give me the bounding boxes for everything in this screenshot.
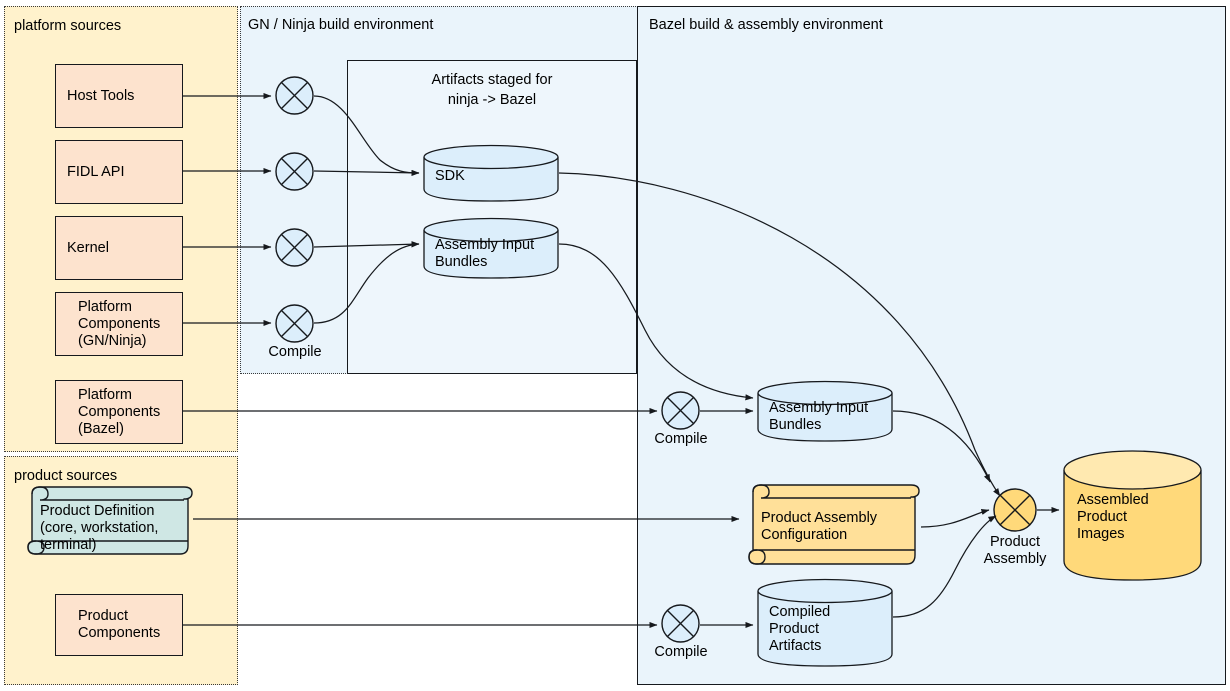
artifact-product-assembly-configuration[interactable]: Product Assembly Configuration xyxy=(743,482,921,568)
region-staged-artifacts-label-line1: Artifacts staged for xyxy=(431,72,553,88)
compile-circle-icon xyxy=(661,604,700,643)
artifact-assembly-input-bundles-bazel[interactable]: Assembly Input Bundles xyxy=(757,380,893,442)
node-product-definition-line2: (core, workstation, xyxy=(40,520,159,536)
artifact-compiled-product-artifacts[interactable]: Compiled Product Artifacts xyxy=(757,578,893,667)
node-fidl-api-label: FIDL API xyxy=(67,163,125,180)
node-kernel[interactable]: Kernel xyxy=(55,216,183,280)
artifact-compiled-product-artifacts-line3: Artifacts xyxy=(769,638,822,654)
region-bazel-environment xyxy=(637,6,1226,685)
node-product-components-line2: Components xyxy=(78,625,161,641)
region-product-sources-label: product sources xyxy=(14,468,118,484)
operator-compile-product-components-label: Compile xyxy=(654,644,708,660)
operator-compile-host-tools[interactable] xyxy=(275,76,314,115)
node-product-components[interactable]: Product Components xyxy=(55,594,183,656)
operator-compile-kernel[interactable] xyxy=(275,228,314,267)
operator-compile-fidl-api[interactable] xyxy=(275,152,314,191)
node-platform-components-bazel-line1: Platform xyxy=(78,386,132,403)
artifact-sdk[interactable]: SDK xyxy=(423,144,559,202)
artifact-product-assembly-configuration-line1: Product Assembly xyxy=(761,510,878,526)
artifact-assembly-input-bundles-bazel-line2: Bundles xyxy=(769,417,822,433)
region-gn-ninja-label: GN / Ninja build environment xyxy=(248,17,434,33)
artifact-assembled-product-images[interactable]: Assembled Product Images xyxy=(1063,449,1202,582)
artifact-assembly-input-bundles-ninja-line1: Assembly Input xyxy=(435,237,535,253)
artifact-assembly-input-bundles-ninja[interactable]: Assembly Input Bundles xyxy=(423,217,559,279)
node-product-definition[interactable]: Product Definition (core, workstation, t… xyxy=(22,484,194,558)
compile-circle-icon xyxy=(275,304,314,343)
region-bazel-label: Bazel build & assembly environment xyxy=(649,17,883,33)
assembly-circle-icon xyxy=(993,488,1037,532)
compile-circle-icon xyxy=(275,76,314,115)
operator-product-assembly-label-line1: Product xyxy=(990,534,1040,550)
artifact-sdk-label: SDK xyxy=(435,168,465,184)
node-host-tools-label: Host Tools xyxy=(67,87,135,104)
node-platform-components-bazel[interactable]: Platform Components (Bazel) xyxy=(55,380,183,444)
node-product-definition-line1: Product Definition xyxy=(40,503,155,519)
artifact-assembled-product-images-line1: Assembled xyxy=(1077,492,1149,508)
node-fidl-api[interactable]: FIDL API xyxy=(55,140,183,204)
artifact-compiled-product-artifacts-line2: Product xyxy=(769,621,819,637)
operator-product-assembly[interactable] xyxy=(993,488,1037,532)
cylinder-shape-icon xyxy=(423,144,559,202)
operator-compile-platform-components-label: Compile xyxy=(268,344,322,360)
operator-compile-platform-components-bazel-label: Compile xyxy=(654,431,708,447)
node-platform-components-gn-ninja-line3: (GN/Ninja) xyxy=(78,332,147,349)
operator-product-assembly-label-line2: Assembly xyxy=(983,551,1047,567)
operator-compile-product-components[interactable] xyxy=(661,604,700,643)
artifact-compiled-product-artifacts-line1: Compiled xyxy=(769,604,831,620)
node-platform-components-gn-ninja[interactable]: Platform Components (GN/Ninja) xyxy=(55,292,183,356)
node-product-components-line1: Product xyxy=(78,608,128,624)
artifact-assembled-product-images-line3: Images xyxy=(1077,526,1125,542)
operator-compile-platform-components[interactable] xyxy=(275,304,314,343)
node-kernel-label: Kernel xyxy=(67,239,109,256)
region-staged-artifacts-label-line2: ninja -> Bazel xyxy=(447,92,537,108)
node-platform-components-bazel-line3: (Bazel) xyxy=(78,420,124,437)
artifact-assembly-input-bundles-ninja-line2: Bundles xyxy=(435,254,488,270)
artifact-product-assembly-configuration-line2: Configuration xyxy=(761,527,848,543)
document-shape-icon xyxy=(27,486,193,555)
node-platform-components-bazel-line2: Components xyxy=(78,403,161,420)
operator-compile-platform-components-bazel[interactable] xyxy=(661,391,700,430)
compile-circle-icon xyxy=(275,228,314,267)
node-product-definition-line3: terminal) xyxy=(40,537,97,553)
region-platform-sources-label: platform sources xyxy=(14,18,122,34)
node-platform-components-gn-ninja-line1: Platform xyxy=(78,298,132,315)
cylinder-shape-icon xyxy=(423,217,559,279)
node-platform-components-gn-ninja-line2: Components xyxy=(78,315,161,332)
cylinder-shape-icon xyxy=(757,578,893,667)
cylinder-shape-icon xyxy=(1063,450,1202,581)
node-host-tools[interactable]: Host Tools xyxy=(55,64,183,128)
compile-circle-icon xyxy=(275,152,314,191)
compile-circle-icon xyxy=(661,391,700,430)
artifact-assembled-product-images-line2: Product xyxy=(1077,509,1127,525)
artifact-assembly-input-bundles-bazel-line1: Assembly Input xyxy=(769,400,869,416)
